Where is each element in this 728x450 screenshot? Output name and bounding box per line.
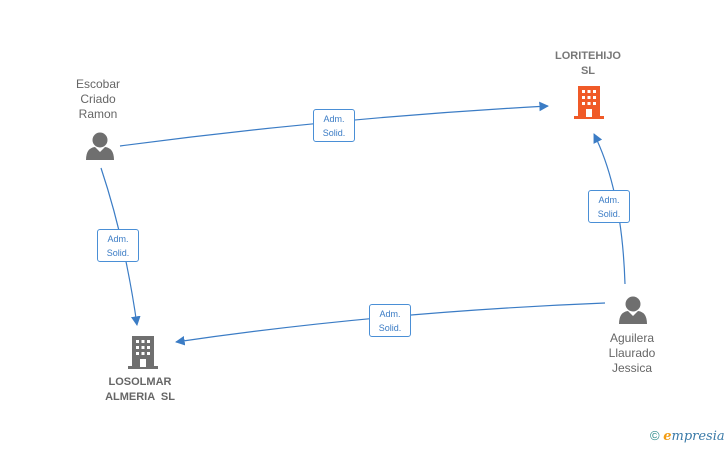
role-line: Adm. [379,309,401,319]
edge-label-role: Adm. Solid. [369,304,411,337]
company-label-losolmar[interactable]: LOSOLMAR ALMERIA SL [92,375,188,405]
brand-logo-e: e [663,429,672,444]
label-line: Jessica [611,361,652,375]
role-line: Solid. [378,323,402,333]
copyright-symbol: © [650,428,660,443]
edge-label-role: Adm. Solid. [313,109,355,142]
company-label-loritehijo[interactable]: LORITEHIJO SL [540,49,636,79]
brand-logo-text: mpresia [671,429,725,444]
label-line: Criado [80,92,116,106]
label-line: Llaurado [608,346,656,360]
person-icon [619,296,647,324]
building-icon [128,336,158,369]
label-line: LORITEHIJO [554,50,621,62]
label-line: Ramon [78,107,118,121]
role-line: Adm. [107,234,129,244]
edge-label-role: Adm. Solid. [588,190,630,223]
role-line: Adm. [323,114,345,124]
brand-watermark: © empresia [650,428,725,444]
role-line: Solid. [597,209,621,219]
label-line: ALMERIA SL [105,391,175,403]
label-line: Aguilera [609,331,655,345]
role-line: Adm. [598,195,620,205]
role-line: Solid. [106,248,130,258]
role-line: Solid. [322,128,346,138]
person-label-aguilera[interactable]: Aguilera Llaurado Jessica [594,331,670,376]
person-icon [86,132,114,160]
person-label-escobar[interactable]: Escobar Criado Ramon [60,77,136,122]
edge-label-role: Adm. Solid. [97,229,139,262]
label-line: Escobar [75,77,121,91]
label-line: SL [580,65,596,77]
label-line: LOSOLMAR [108,376,172,388]
building-icon [574,86,604,119]
